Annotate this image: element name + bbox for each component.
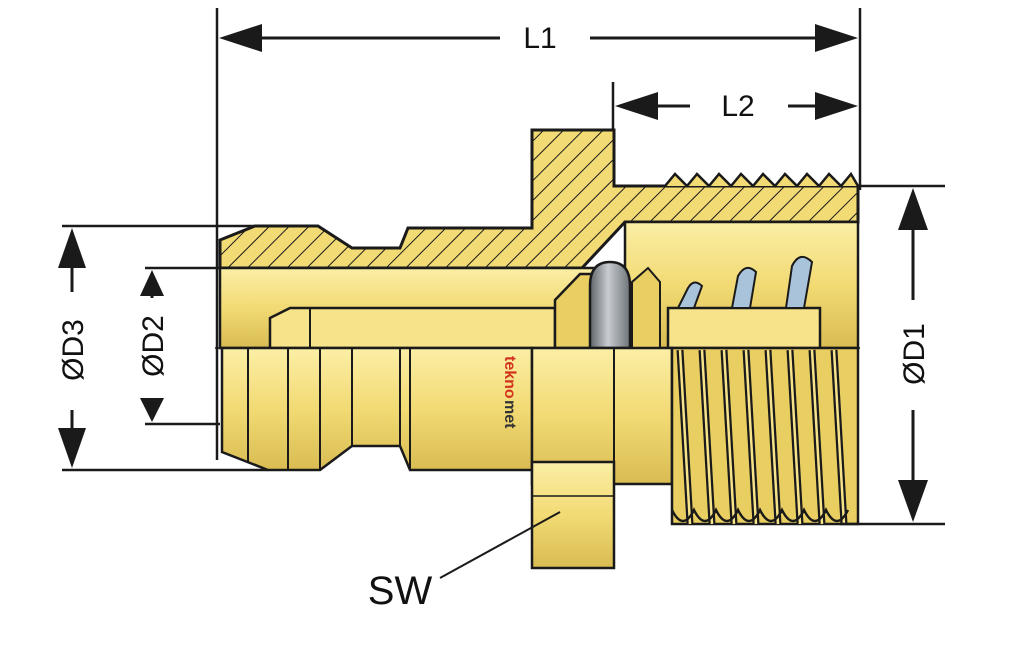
dimension-lines	[58, 8, 945, 579]
brand-logo-part1: tekno	[501, 356, 518, 399]
dimension-label-d3: ØD3	[57, 319, 90, 381]
dimension-label-sw: SW	[368, 569, 433, 613]
body-exterior	[220, 346, 674, 486]
dimension-label-d2: ØD2	[137, 315, 170, 377]
hex-wrench-flat	[530, 460, 616, 570]
steel-pin	[588, 260, 632, 350]
external-thread	[670, 346, 860, 526]
brand-logo: tekno met	[501, 356, 518, 429]
spring-coils	[676, 255, 814, 309]
dimension-label-d1: ØD1	[898, 323, 931, 385]
brand-logo-part2: met	[501, 400, 518, 429]
dimension-label-l2: L2	[721, 90, 754, 123]
dimension-label-l1: L1	[523, 22, 556, 55]
